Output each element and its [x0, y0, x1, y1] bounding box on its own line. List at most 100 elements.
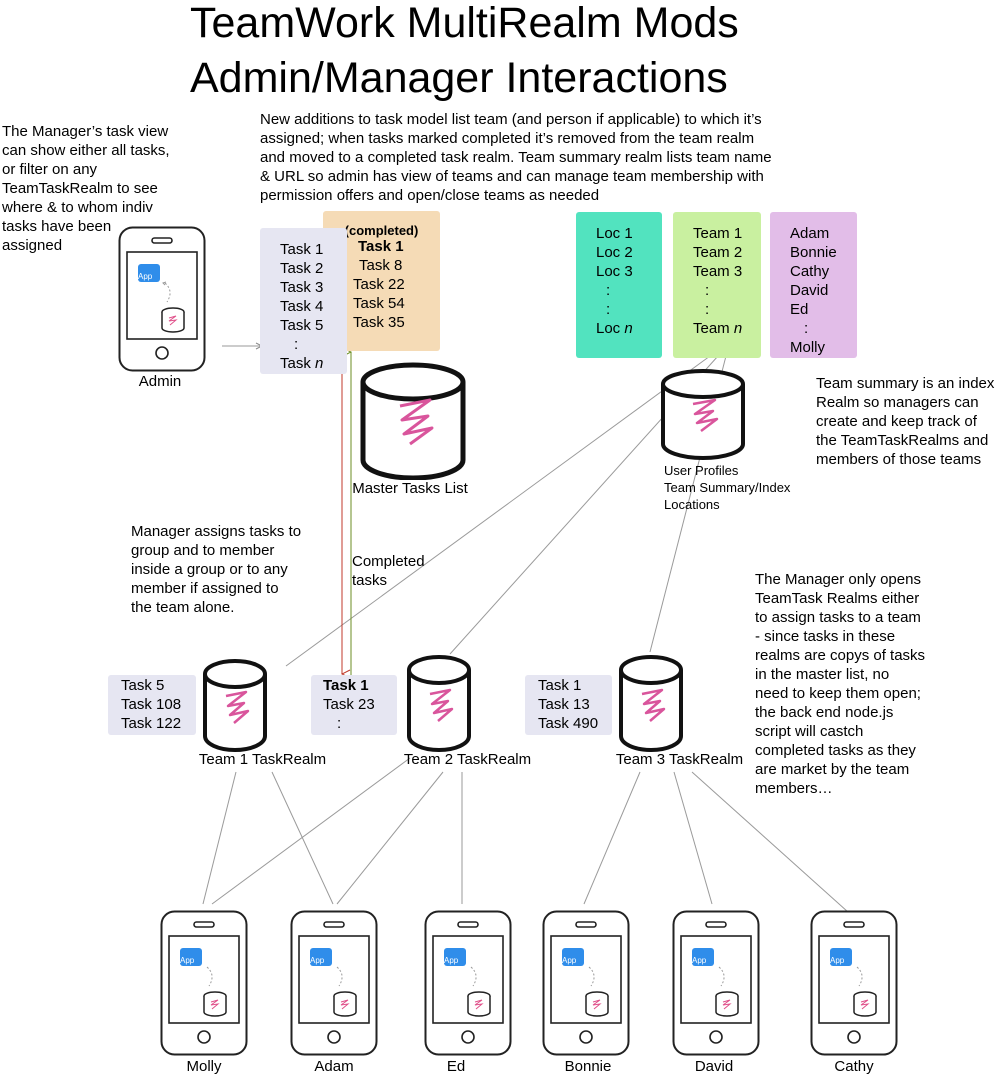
team2-task: : [337, 715, 342, 732]
team2-task: Task 23 [323, 696, 375, 713]
intro-note-line: & URL so admin has view of teams and can… [260, 168, 764, 185]
phone-icon [160, 910, 248, 1056]
database-icon [661, 369, 745, 460]
team2-realm-label: Team 2 TaskRealm [403, 751, 532, 768]
master-task: Task 1 [280, 241, 324, 258]
phone-icon [424, 910, 512, 1056]
team1-task: Task 122 [121, 715, 182, 732]
admin-label: Admin [138, 373, 182, 390]
database-icon [203, 659, 267, 752]
database-icon [407, 655, 471, 752]
connector-team3-david [673, 771, 713, 905]
people-box: Adam Bonnie Cathy David Ed : Molly [770, 212, 857, 358]
location-item: Loc 3 [596, 263, 633, 280]
team2-task: Task 1 [323, 677, 369, 694]
opens-note-line: - since tasks in these [755, 628, 896, 645]
master-task: Task n [280, 355, 324, 372]
team-item: Team 3 [693, 263, 743, 280]
intro-note: New additions to task model list team (a… [260, 110, 772, 205]
master-task: : [294, 336, 299, 353]
team1-realm-db-icon[interactable] [202, 658, 268, 759]
member-label-molly: Molly [186, 1058, 222, 1075]
manager-view-note: The Manager’s task view can show either … [2, 122, 170, 255]
team-item: : [705, 282, 710, 299]
member-phone-molly-icon[interactable]: App [160, 910, 248, 1061]
location-item: Loc 2 [596, 244, 633, 261]
opens-note: The Manager only opens TeamTask Realms e… [755, 570, 925, 798]
member-phone-david-icon[interactable]: App [672, 910, 760, 1061]
assign-note-line: the team alone. [131, 599, 235, 616]
completed-task: Task 22 [353, 276, 405, 293]
intro-note-line: assigned; when tasks marked completed it… [260, 130, 755, 147]
title-line-2: Admin/Manager Interactions [190, 54, 728, 102]
master-task: Task 4 [280, 298, 324, 315]
team3-task: Task 490 [538, 715, 599, 732]
assign-note-line: Manager assigns tasks to [131, 523, 302, 540]
member-label-adam: Adam [314, 1058, 354, 1075]
team2-tasks-box: Task 1 Task 23 : [311, 675, 397, 735]
team-item: Team 2 [693, 244, 743, 261]
opens-note-line: in the master list, no [755, 666, 890, 683]
team3-realm-db-icon[interactable] [618, 654, 684, 759]
app-icon: App [830, 956, 845, 965]
locations-box: Loc 1 Loc 2 Loc 3 : : Loc n [576, 212, 662, 358]
app-icon: App [310, 956, 325, 965]
completed-task: Task 35 [353, 314, 405, 331]
member-phone-adam-icon[interactable]: App [290, 910, 378, 1061]
location-item: Loc n [596, 320, 633, 337]
completed-header: (completed) [344, 223, 419, 238]
manager-view-note-line: or filter on any [2, 161, 98, 178]
opens-note-line: The Manager only opens [755, 571, 921, 588]
team3-task: Task 13 [538, 696, 590, 713]
person-item: David [790, 282, 829, 299]
manager-view-note-line: can show either all tasks, [2, 142, 170, 159]
intro-note-line: and moved to a completed task realm. Tea… [260, 149, 772, 166]
opens-note-line: completed tasks as they [755, 742, 916, 759]
team3-tasks-box: Task 1 Task 13 Task 490 [525, 675, 612, 735]
team-summary-note-line: Team summary is an index [816, 375, 995, 392]
team-item: : [705, 301, 710, 318]
team2-realm-db-icon[interactable] [406, 654, 472, 759]
manager-view-note-line: TeamTaskRealm to see [2, 180, 158, 197]
index-realm-db-icon[interactable] [660, 368, 746, 467]
team-summary-note-line: create and keep track of [816, 413, 977, 430]
team3-realm-label: Team 3 TaskRealm [615, 751, 744, 768]
person-item: : [804, 320, 809, 337]
opens-note-line: members… [755, 780, 833, 797]
app-icon: App [562, 956, 577, 965]
phone-icon [542, 910, 630, 1056]
completed-task: Task 1 [358, 238, 404, 255]
team1-tasks-box: Task 5 Task 108 Task 122 [108, 675, 196, 735]
phone-icon [672, 910, 760, 1056]
connector-team2-molly [211, 757, 411, 905]
member-phone-bonnie-icon[interactable]: App [542, 910, 630, 1061]
phone-icon [290, 910, 378, 1056]
master-realm-db-icon[interactable] [360, 362, 466, 485]
person-item: Molly [790, 339, 826, 356]
manager-view-note-line: tasks have been [2, 218, 112, 235]
team-item: Team n [693, 320, 743, 337]
admin-phone-icon[interactable]: App [118, 226, 206, 377]
team-summary-note-line: members of those teams [816, 451, 982, 468]
member-phone-ed-icon[interactable]: App [424, 910, 512, 1061]
opens-note-line: are market by the team [755, 761, 910, 778]
connector-team3-bonnie [583, 771, 641, 905]
member-phone-cathy-icon[interactable]: App [810, 910, 898, 1061]
member-label-ed: Ed [446, 1058, 466, 1075]
opens-note-line: to assign tasks to a team [755, 609, 921, 626]
assign-note: Manager assigns tasks to group and to me… [131, 522, 301, 617]
connector-team3-cathy [691, 771, 849, 913]
member-label-cathy: Cathy [834, 1058, 874, 1075]
member-label-bonnie: Bonnie [564, 1058, 612, 1075]
app-icon: App [444, 956, 459, 965]
database-icon [619, 655, 683, 752]
app-icon: App [138, 272, 153, 281]
team-summary-note-line: Realm so managers can [816, 394, 979, 411]
connector-team2-adam [336, 771, 444, 905]
assign-note-line: member if assigned to [131, 580, 279, 597]
connector-team1-adam [271, 771, 334, 905]
assign-note-line: inside a group or to any [131, 561, 288, 578]
opens-note-line: script will castch [755, 723, 864, 740]
connector-team1-molly [202, 771, 237, 905]
